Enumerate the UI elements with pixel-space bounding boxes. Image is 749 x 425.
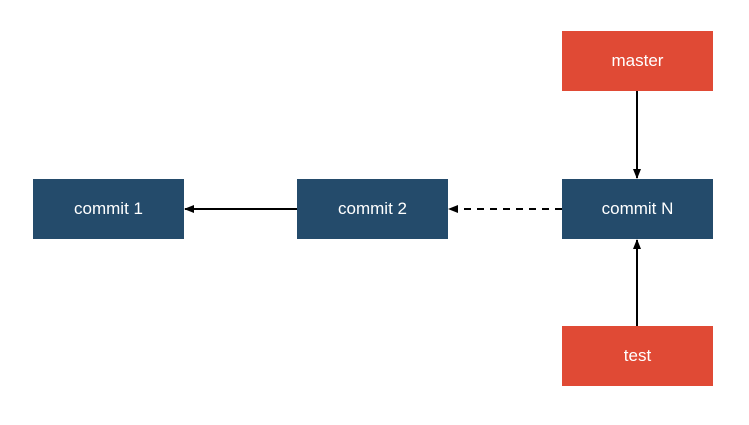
commit-label: commit 1	[74, 199, 143, 218]
commit-node-n: commit N	[562, 179, 713, 239]
branch-test: test	[562, 326, 713, 386]
branch-label: test	[623, 346, 652, 365]
commit-node-2: commit 2	[297, 179, 448, 239]
branch-label: master	[611, 51, 664, 70]
branch-master: master	[562, 31, 713, 91]
commit-label: commit N	[601, 199, 674, 218]
commit-label: commit 2	[338, 199, 407, 218]
commit-node-1: commit 1	[33, 179, 184, 239]
